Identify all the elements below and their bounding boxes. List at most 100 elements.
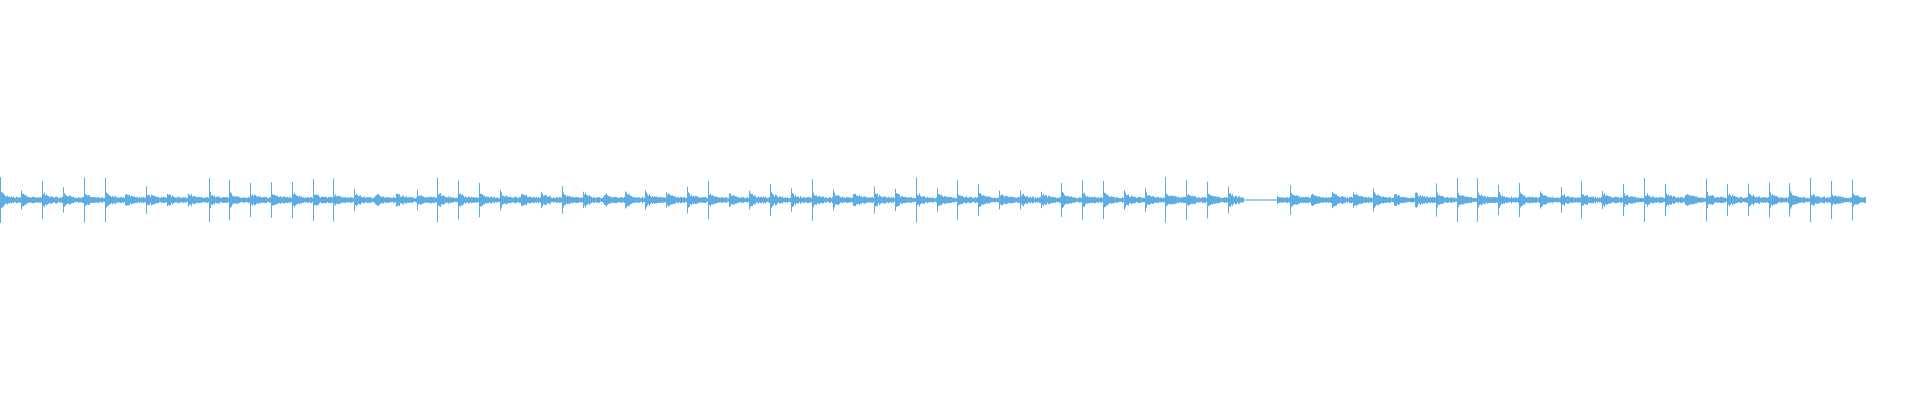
waveform-sample-bar <box>884 196 885 204</box>
waveform-sample-bar <box>1813 194 1814 206</box>
waveform-sample-bar <box>358 196 359 204</box>
waveform-sample-bar <box>1010 197 1011 203</box>
waveform-sample-bar <box>1231 195 1232 205</box>
waveform-sample-bar <box>1534 197 1535 203</box>
waveform-sample-bar <box>1446 197 1447 203</box>
waveform-sample-bar <box>1243 197 1244 203</box>
waveform-sample-bar <box>1841 197 1842 203</box>
waveform-sample-bar <box>241 197 242 202</box>
waveform-sample-bar <box>965 197 966 203</box>
waveform-sample-bar <box>1773 195 1774 205</box>
waveform-sample-bar <box>105 177 106 223</box>
waveform-sample-bar <box>1748 183 1749 217</box>
waveform-sample-bar <box>92 197 93 203</box>
waveform-sample-bar <box>137 196 138 204</box>
waveform-sample-bar <box>1350 196 1351 204</box>
waveform-sample-bar <box>450 196 451 204</box>
waveform-sample-bar <box>312 197 313 203</box>
waveform-sample-bar <box>1124 190 1125 210</box>
waveform-sample-bar <box>1591 196 1592 204</box>
waveform-sample-bar <box>987 196 988 204</box>
waveform-sample-bar <box>455 198 456 202</box>
waveform-sample-bar <box>1439 194 1440 206</box>
waveform-sample-bar <box>251 195 252 205</box>
waveform-sample-bar <box>290 197 291 203</box>
waveform-sample-bar <box>19 197 20 203</box>
waveform-sample-bar <box>1225 197 1226 203</box>
waveform-sample-bar <box>943 196 944 204</box>
waveform-sample-bar <box>1377 194 1378 206</box>
waveform-sample-bar <box>1564 194 1565 206</box>
waveform-sample-bar <box>296 195 297 205</box>
waveform-sample-bar <box>729 193 730 207</box>
waveform-sample-bar <box>1817 196 1818 204</box>
waveform-sample-bar <box>147 195 148 205</box>
waveform-sample-bar <box>963 197 964 203</box>
waveform-sample-bar <box>984 196 985 204</box>
waveform-sample-bar <box>695 195 696 205</box>
waveform-sample-bar <box>381 197 382 204</box>
waveform-sample-bar <box>347 197 348 203</box>
waveform-sample-bar <box>1859 196 1860 204</box>
waveform-sample-bar <box>1339 196 1340 204</box>
waveform-sample-bar <box>493 196 494 204</box>
waveform-sample-bar <box>1542 193 1543 206</box>
waveform-sample-bar <box>598 197 599 204</box>
waveform-sample-bar <box>907 197 908 203</box>
waveform-sample-bar <box>1262 199 1263 201</box>
waveform-sample-bar <box>1783 197 1784 203</box>
waveform-sample-bar <box>1008 197 1009 203</box>
waveform-sample-bar <box>396 193 397 207</box>
waveform-sample-bar <box>1811 195 1812 205</box>
waveform-sample-bar <box>959 195 960 205</box>
waveform-sample-bar <box>1759 196 1760 204</box>
waveform-sample-bar <box>941 194 942 206</box>
waveform-sample-bar <box>1399 195 1400 205</box>
waveform-sample-bar <box>1638 197 1639 203</box>
waveform-sample-bar <box>1112 196 1113 204</box>
waveform-sample-bar <box>267 198 268 202</box>
waveform-sample-bar <box>503 195 504 205</box>
waveform-sample-bar <box>1776 195 1777 205</box>
waveform-sample-bar <box>452 197 453 203</box>
waveform-sample-bar <box>1259 199 1260 201</box>
waveform-sample-bar <box>1852 179 1853 221</box>
waveform-sample-bar <box>13 196 14 204</box>
waveform-sample-bar <box>41 197 42 203</box>
waveform-sample-bar <box>1428 197 1429 203</box>
waveform-sample-bar <box>1294 195 1295 205</box>
waveform-sample-bar <box>1519 183 1520 217</box>
waveform-sample-bar <box>1725 197 1726 203</box>
waveform-sample-bar <box>739 197 740 203</box>
waveform-sample-bar <box>401 196 402 204</box>
waveform-sample-bar <box>1086 197 1087 203</box>
waveform-sample-bar <box>1309 198 1310 203</box>
waveform-sample-bar <box>592 197 593 203</box>
waveform-sample-bar <box>970 197 971 203</box>
waveform-sample-bar <box>91 196 92 203</box>
waveform-sample-bar <box>1130 196 1131 204</box>
waveform-sample-bar <box>642 196 643 204</box>
waveform-sample-bar <box>1555 198 1556 202</box>
waveform-sample-bar <box>497 197 498 203</box>
waveform-sample-bar <box>1751 195 1752 205</box>
waveform-sample-bar <box>1276 199 1277 201</box>
waveform-sample-bar <box>191 193 192 207</box>
waveform-sample-bar <box>448 196 449 204</box>
waveform-sample-bar <box>1077 198 1078 202</box>
waveform-sample-bar <box>1201 198 1202 202</box>
waveform-sample-bar <box>804 197 805 203</box>
waveform-sample-bar <box>997 198 998 203</box>
waveform-sample-bar <box>1141 197 1142 203</box>
waveform-sample-bar <box>1148 195 1149 205</box>
waveform-sample-bar <box>489 197 490 203</box>
waveform-sample-bar <box>1025 196 1026 204</box>
waveform-sample-bar <box>761 196 762 204</box>
waveform-sample-bar <box>1658 197 1659 203</box>
waveform-sample-bar <box>1455 198 1456 202</box>
waveform-sample-bar <box>1224 197 1225 203</box>
waveform-sample-bar <box>1235 195 1236 205</box>
waveform-sample-bar <box>114 196 115 204</box>
waveform-sample-bar <box>1122 197 1123 203</box>
